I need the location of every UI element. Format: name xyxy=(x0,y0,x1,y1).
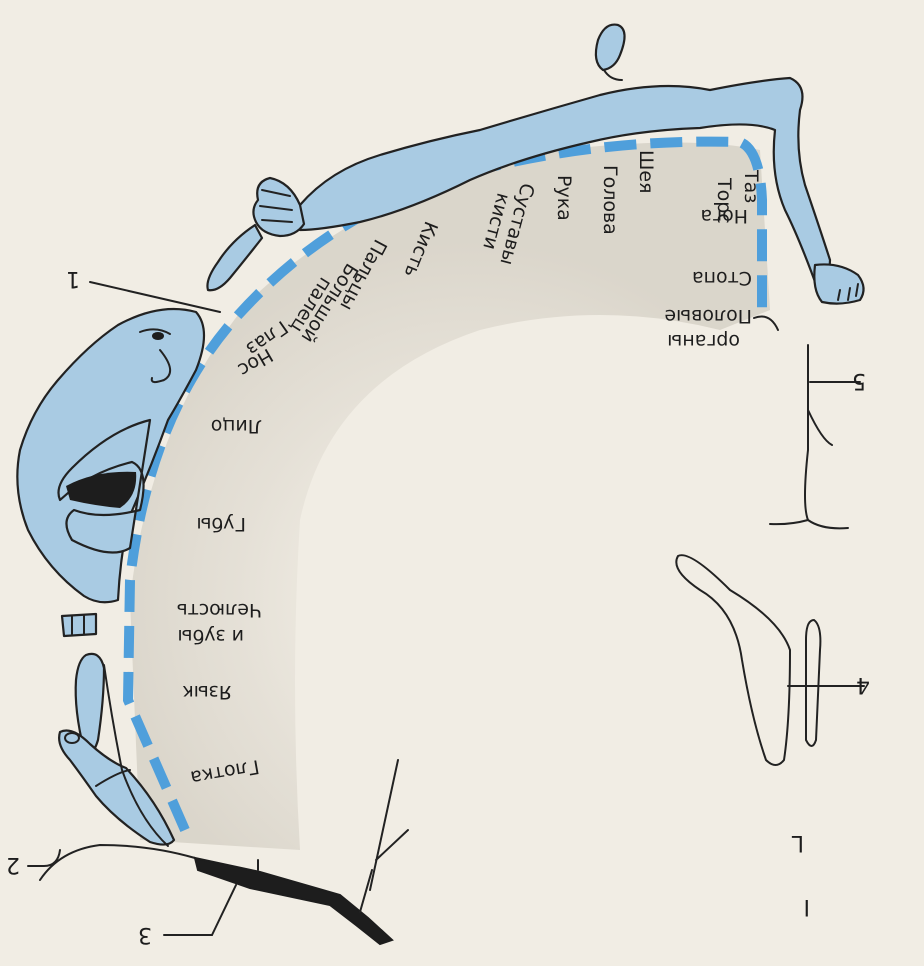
structure-5 xyxy=(805,345,848,528)
pointer-3: 3 xyxy=(138,922,152,947)
corner-mark-i: I xyxy=(804,894,811,919)
label-chelyust: Челюсть xyxy=(176,599,262,621)
pointer-1-line xyxy=(90,282,220,312)
structure-5-branches xyxy=(770,410,832,524)
eye-icon xyxy=(152,332,164,340)
pointer-5: 5 xyxy=(852,368,866,393)
genitals-icon xyxy=(754,317,778,331)
label-ruka: Рука xyxy=(553,175,575,221)
label-stopa: Стопа xyxy=(692,267,752,289)
pointer-2: 2 xyxy=(6,852,20,877)
label-polovye: Половые xyxy=(664,305,752,327)
fissure-line xyxy=(40,845,195,880)
structure-4-slit xyxy=(806,620,820,746)
corner-mark-l: L xyxy=(791,830,804,855)
label-yazyk: Язык xyxy=(182,681,232,703)
label-guby: Губы xyxy=(196,513,246,535)
label-i-zuby: и зубы xyxy=(178,625,244,647)
pointer-4: 4 xyxy=(856,672,870,697)
label-golova: Голова xyxy=(599,165,621,235)
head-icon xyxy=(596,25,625,70)
cortex-shading xyxy=(130,143,770,851)
sulcus-branches xyxy=(360,760,408,912)
label-sheya: Шея xyxy=(635,150,657,193)
label-organy: органы xyxy=(667,330,740,352)
structure-4 xyxy=(676,555,790,765)
label-litso: Лицо xyxy=(211,415,262,437)
neck-line xyxy=(604,70,622,80)
label-noga: Нога xyxy=(700,205,748,227)
thumb-icon xyxy=(207,225,262,290)
label-taz: Таз xyxy=(740,169,762,203)
pointer-1: 1 xyxy=(66,266,80,291)
teeth-icon xyxy=(62,614,96,636)
pointer-3-line-b xyxy=(212,885,236,935)
